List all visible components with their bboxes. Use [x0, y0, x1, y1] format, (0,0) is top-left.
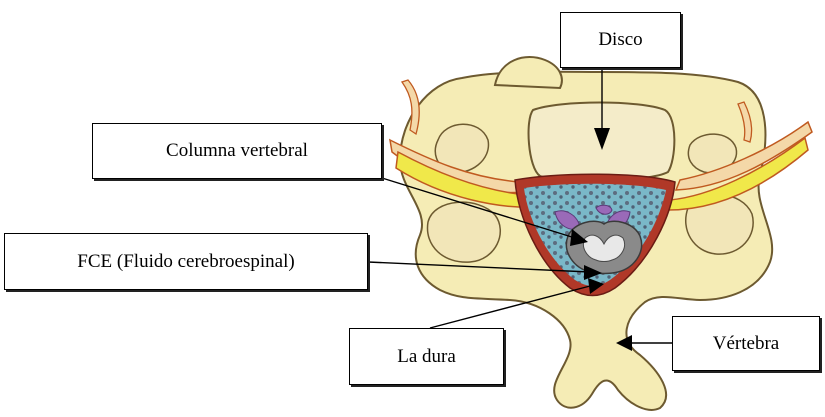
bone-top-bump: [495, 57, 562, 88]
fce-label: FCE (Fluido cerebroespinal): [4, 233, 368, 290]
disco-label: Disco: [560, 12, 681, 68]
columna-vertebral-label: Columna vertebral: [92, 123, 382, 179]
la-dura-label: La dura: [349, 328, 504, 385]
left-vertical-root: [402, 80, 419, 134]
vertebra-label: Vértebra: [672, 316, 820, 371]
